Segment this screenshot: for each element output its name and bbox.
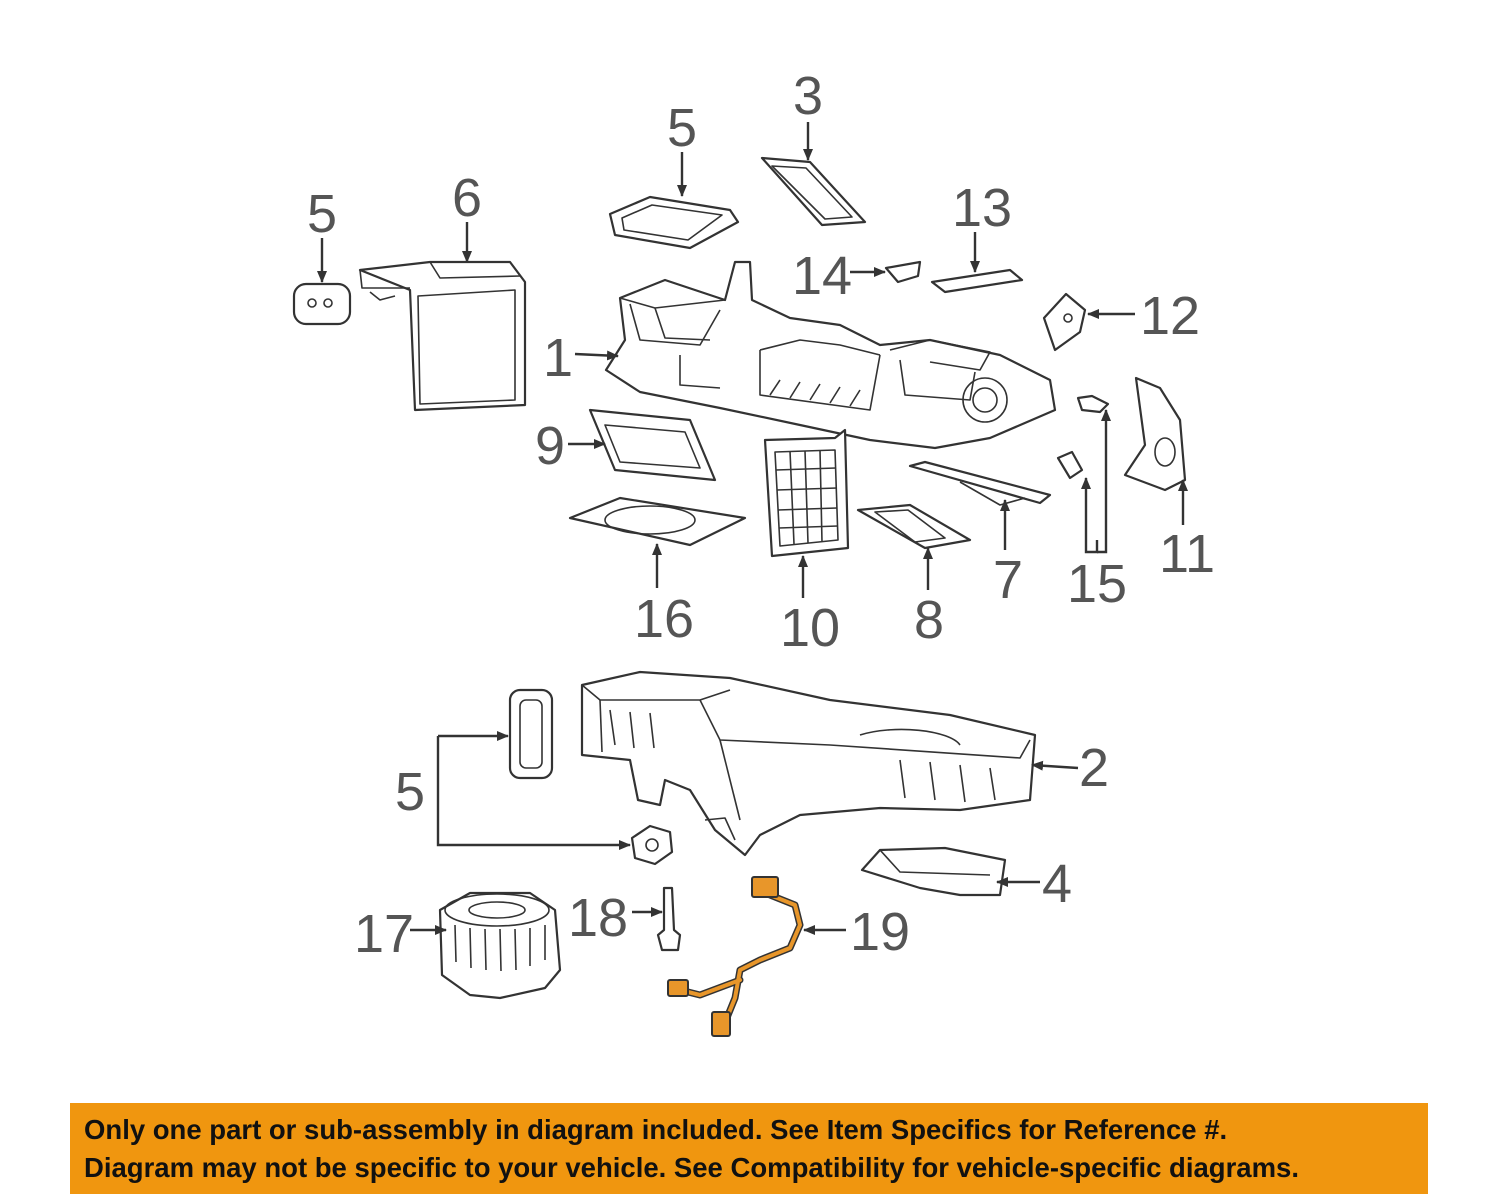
blower-motor-part-17 bbox=[438, 891, 562, 1000]
callout-18: 18 bbox=[568, 888, 628, 948]
part-7 bbox=[908, 460, 1052, 506]
callout-10: 10 bbox=[780, 598, 840, 658]
grommet-part-5 bbox=[630, 824, 674, 866]
filter-frame-part-3 bbox=[760, 156, 867, 227]
part-13 bbox=[930, 268, 1024, 294]
part-16 bbox=[568, 496, 747, 547]
callout-5: 5 bbox=[307, 184, 337, 244]
part-18 bbox=[656, 886, 682, 952]
callout-7: 7 bbox=[993, 550, 1023, 610]
callout-19: 19 bbox=[850, 902, 910, 962]
part-14 bbox=[884, 260, 922, 284]
disclaimer-banner: Only one part or sub-assembly in diagram… bbox=[70, 1103, 1428, 1194]
callout-8: 8 bbox=[914, 590, 944, 650]
part-9 bbox=[588, 408, 717, 482]
part-12 bbox=[1042, 292, 1087, 352]
heater-core-part-6 bbox=[358, 260, 527, 412]
callout-13: 13 bbox=[952, 178, 1012, 238]
harness-connector bbox=[711, 1011, 731, 1037]
hvac-housing-part-1 bbox=[604, 260, 1057, 450]
wiring-harness-part-19 bbox=[667, 876, 804, 1037]
callout-9: 9 bbox=[535, 416, 565, 476]
part-4 bbox=[860, 846, 1007, 897]
disclaimer-line-2: Diagram may not be specific to your vehi… bbox=[84, 1152, 1299, 1183]
seal-part-5-lower bbox=[508, 688, 554, 780]
callout-4: 4 bbox=[1042, 854, 1072, 914]
callout-15: 15 bbox=[1067, 554, 1127, 614]
leader-lines bbox=[317, 122, 1188, 935]
seal-part-5-top bbox=[608, 195, 740, 250]
callout-14: 14 bbox=[792, 246, 852, 306]
callouts: 5 6 5 3 13 14 12 1 9 16 10 8 7 15 11 2 5… bbox=[307, 66, 1215, 964]
callout-5: 5 bbox=[667, 98, 697, 158]
disclaimer-line-1: Only one part or sub-assembly in diagram… bbox=[84, 1114, 1228, 1145]
callout-12: 12 bbox=[1140, 286, 1200, 346]
callout-2: 2 bbox=[1079, 738, 1109, 798]
callout-3: 3 bbox=[793, 66, 823, 126]
harness-connector bbox=[751, 876, 779, 898]
parts-diagram: 5 6 5 3 13 14 12 1 9 16 10 8 7 15 11 2 5… bbox=[292, 66, 1215, 1037]
harness-connector bbox=[667, 979, 689, 997]
callout-16: 16 bbox=[634, 589, 694, 649]
part-11 bbox=[1123, 376, 1187, 492]
callout-5: 5 bbox=[395, 762, 425, 822]
callout-1: 1 bbox=[543, 328, 573, 388]
lower-housing-part-2 bbox=[580, 670, 1037, 857]
callout-11: 11 bbox=[1159, 524, 1215, 584]
callout-17: 17 bbox=[354, 904, 414, 964]
callout-6: 6 bbox=[452, 168, 482, 228]
part-15 bbox=[1056, 394, 1110, 480]
filter-part-10 bbox=[763, 428, 850, 558]
part-8 bbox=[856, 503, 972, 550]
seal-part-5-left bbox=[292, 282, 352, 326]
